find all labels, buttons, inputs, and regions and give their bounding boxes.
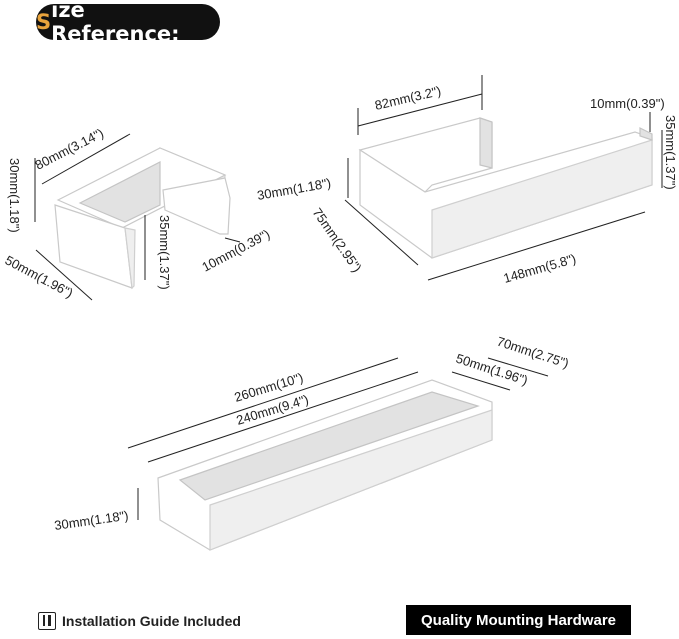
hook-front-edge [124,227,136,290]
mounting-hardware-badge: Quality Mounting Hardware [406,605,631,635]
towel-outer-width-dimline [487,357,549,377]
tools-icon [38,612,56,630]
paper-arm-height-label: 35mm(1.37") [663,115,678,190]
paper-holder-top-end [479,117,493,169]
title-accent-letter: S [36,10,52,34]
robe-hook-product [54,147,231,290]
hook-thickness-dimline [224,237,241,243]
paper-length-dimline [427,211,646,281]
towel-inner-length-dimline [147,371,419,463]
hook-height-label: 30mm(1.18") [7,158,22,233]
paper-depth-label: 75mm(2.95") [310,205,365,275]
towel-inner-width-dimline [451,371,511,391]
paper-height-label: 30mm(1.18") [256,175,332,203]
title-text: ize Reference: [51,0,180,46]
towel-bar-front-face [209,409,493,551]
paper-top-length-dimline [357,93,483,127]
hook-thickness-label: 10mm(0.39") [199,226,272,274]
hook-width-label: 80mm(3.14") [33,125,106,172]
paper-thickness-label: 10mm(0.39") [590,96,665,111]
installation-guide-note: Installation Guide Included [38,612,241,630]
mounting-hardware-label: Quality Mounting Hardware [420,611,616,629]
paper-holder-product [358,117,653,259]
hook-arm-height-label: 35mm(1.37") [157,215,172,290]
towel-outer-length-dimline [127,357,399,449]
towel-bar-inner-recess [178,391,480,501]
hook-depth-dimline [35,249,93,301]
paper-length-label: 148mm(5.8") [502,251,578,286]
hook-right-arm [162,177,231,235]
hook-inner-face [78,161,161,223]
paper-holder-end-cap [639,127,653,141]
towel-height-label: 30mm(1.18") [53,508,129,533]
installation-guide-label: Installation Guide Included [62,613,241,629]
paper-holder-front-face [431,139,653,259]
paper-top-length-label: 82mm(3.2") [373,83,442,113]
paper-depth-dimline [344,199,419,266]
hook-width-dimline [41,133,131,185]
towel-bar-product [157,379,493,551]
towel-inner-width-label: 50mm(1.96") [454,351,530,388]
